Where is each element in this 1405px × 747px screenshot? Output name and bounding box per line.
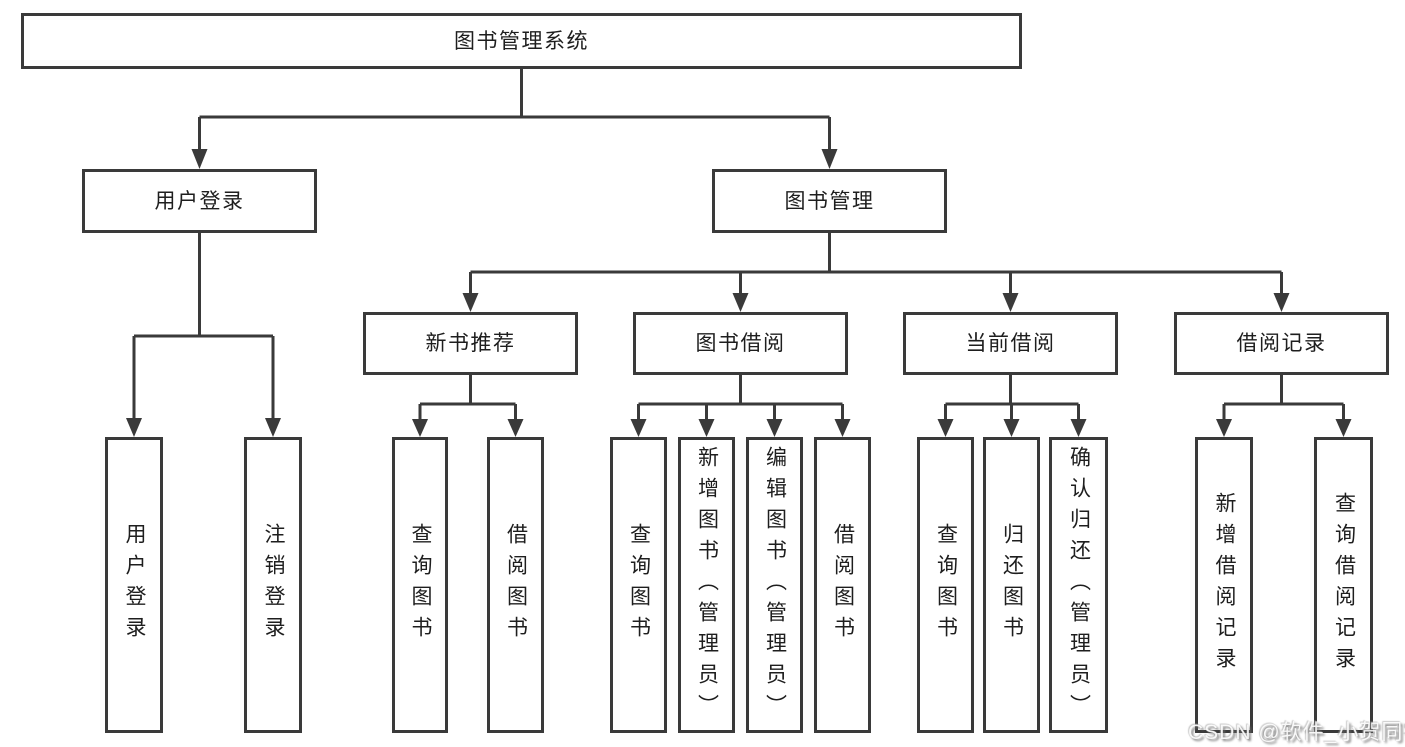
leaf-logout: 注销登录 [244,437,302,733]
leaf-add-books-admin: 新增图书（管理员） [678,437,735,733]
leaf-label: 注销登录 [262,523,286,647]
leaf-label: 归还图书 [1000,523,1024,647]
csdn-watermark: CSDN @软件_小贺同学 [1188,721,1405,744]
leaf-query-books-borrow: 查询图书 [610,437,667,733]
leaf-label: 编辑图书（管理员） [763,445,787,725]
arrowheads [126,149,1352,437]
node-borrow-records: 借阅记录 [1174,312,1389,375]
leaf-confirm-return-admin: 确认归还（管理员） [1049,437,1108,733]
node-current-borrow: 当前借阅 [903,312,1118,375]
leaf-query-books-recommend: 查询图书 [392,437,448,733]
leaf-label: 查询图书 [627,523,651,647]
leaf-edit-books-admin: 编辑图书（管理员） [746,437,803,733]
leaf-borrow-books-recommend: 借阅图书 [487,437,544,733]
node-new-book-recommend: 新书推荐 [363,312,578,375]
node-library-management-system: 图书管理系统 [21,13,1022,69]
leaf-label: 新增图书（管理员） [695,445,719,725]
leaf-query-books-current: 查询图书 [917,437,974,733]
leaf-label: 确认归还（管理员） [1067,445,1091,725]
leaf-label: 查询借阅记录 [1332,492,1356,678]
leaf-add-borrow-record: 新增借阅记录 [1195,437,1253,733]
leaf-user-login: 用户登录 [105,437,163,733]
node-book-borrow: 图书借阅 [633,312,848,375]
leaf-borrow-books: 借阅图书 [814,437,871,733]
leaf-label: 借阅图书 [831,523,855,647]
leaf-label: 用户登录 [123,523,147,647]
leaf-return-books: 归还图书 [983,437,1040,733]
leaf-label: 新增借阅记录 [1213,492,1237,678]
leaf-label: 查询图书 [409,523,433,647]
leaf-query-borrow-record: 查询借阅记录 [1314,437,1373,733]
leaf-label: 查询图书 [934,523,958,647]
node-book-management: 图书管理 [712,169,947,233]
leaf-label: 借阅图书 [504,523,528,647]
node-user-login: 用户登录 [82,169,317,233]
